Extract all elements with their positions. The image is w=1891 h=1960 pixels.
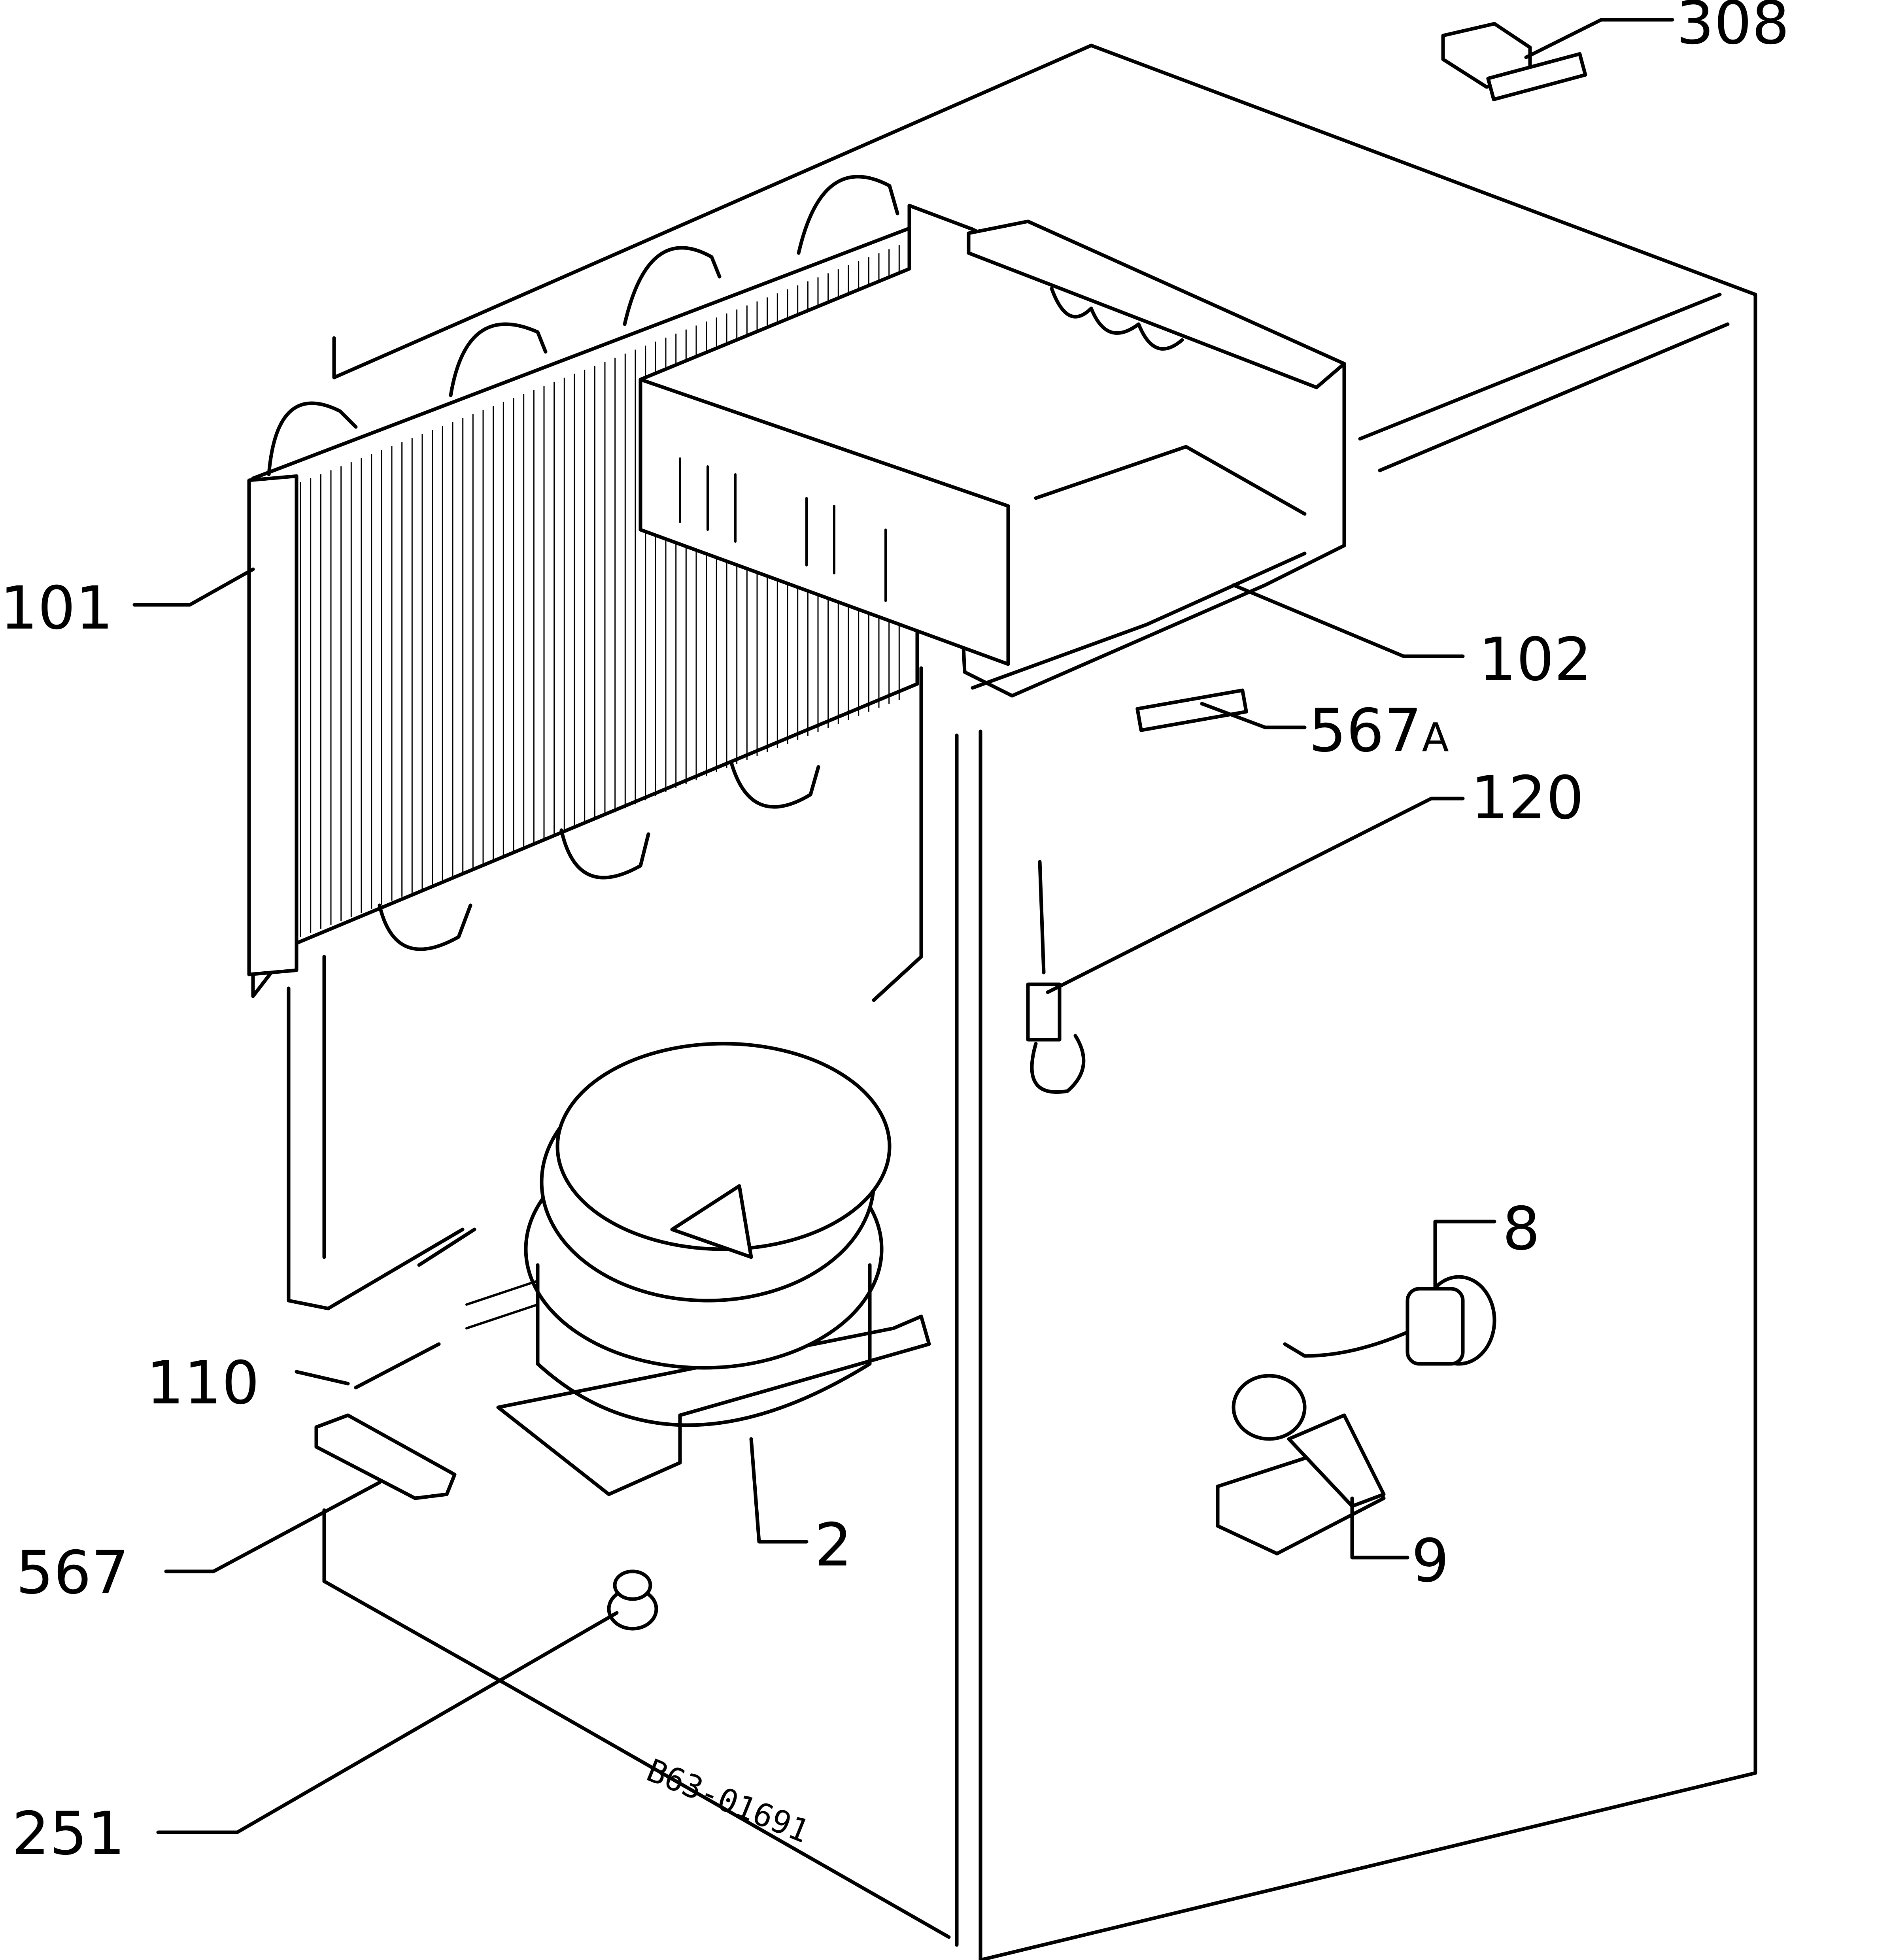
- callout-251: 251: [12, 1799, 125, 1868]
- callout-567a-number: 567: [1309, 697, 1422, 765]
- cabinet: [322, 43, 1757, 1960]
- drawing-code: B63-01691: [642, 1752, 814, 1850]
- part-567a-plate: [1135, 688, 1248, 732]
- callout-101: 101: [0, 574, 113, 643]
- compressor: [465, 1042, 931, 1496]
- callout-308: 308: [1676, 0, 1789, 58]
- part-251-grommet: [607, 1569, 658, 1631]
- part-567-strip: [314, 1413, 457, 1500]
- part-8-lamp-holder: [1283, 1275, 1496, 1366]
- callout-2: 2: [814, 1511, 852, 1580]
- part-110-pipes: [354, 1227, 476, 1390]
- part-120-probe: [1026, 860, 1086, 1094]
- callout-567a: 567A: [1309, 697, 1449, 765]
- callout-102: 102: [1479, 625, 1592, 694]
- part-9-switch: [1216, 1374, 1386, 1556]
- callout-8: 8: [1502, 1195, 1540, 1263]
- callout-567: 567: [16, 1539, 129, 1607]
- callout-567a-suffix: A: [1422, 714, 1449, 761]
- leader-lines: [132, 18, 1674, 1834]
- condenser-bracket: [247, 474, 298, 976]
- part-308-latch: [1441, 22, 1587, 102]
- callout-9: 9: [1411, 1527, 1449, 1596]
- callout-110: 110: [146, 1349, 259, 1418]
- callout-120: 120: [1471, 764, 1584, 833]
- evaporator: [639, 204, 1346, 698]
